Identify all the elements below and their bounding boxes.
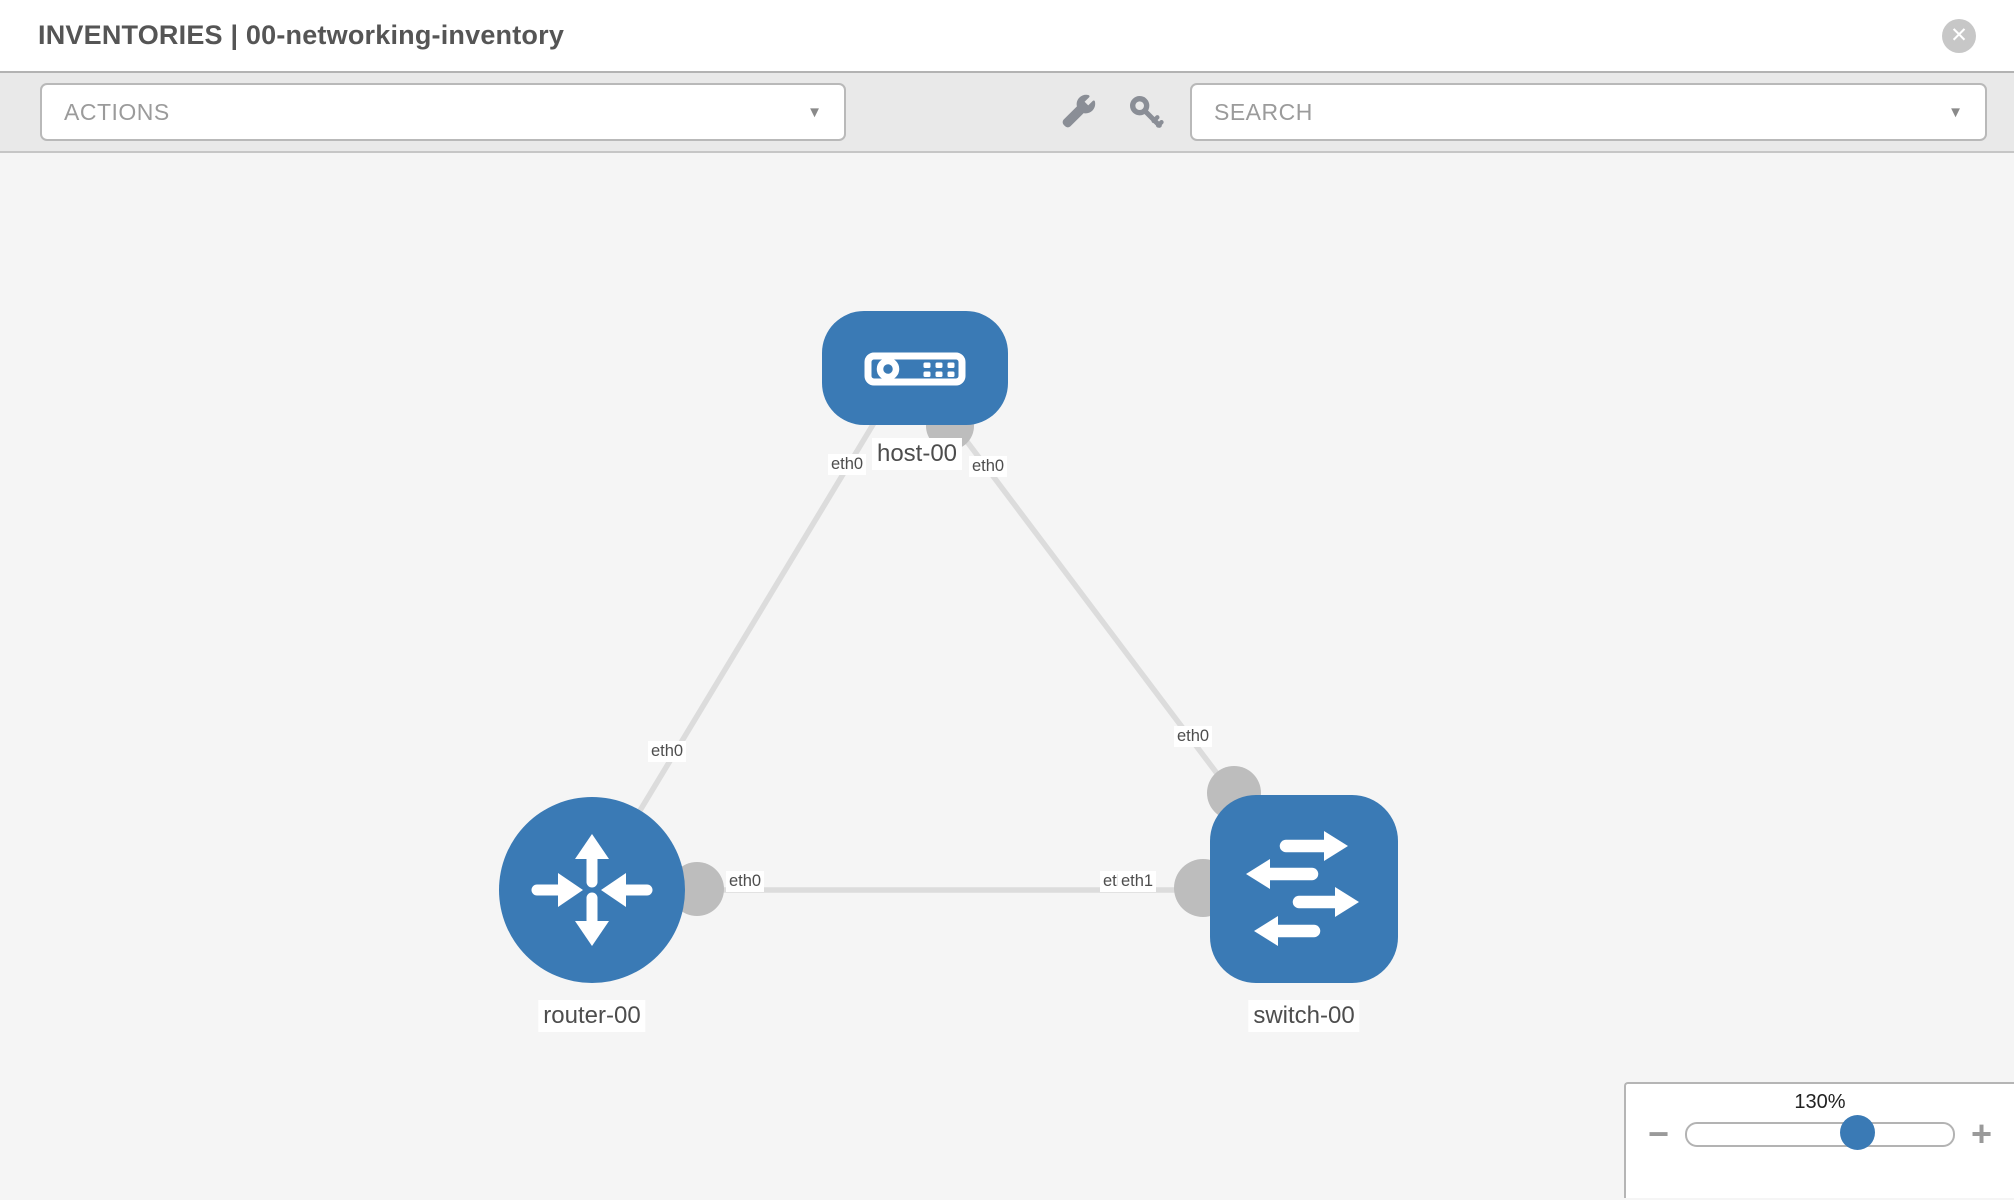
if-label-router-eth0-side: eth0 — [726, 871, 765, 892]
if-label-router-eth0-up: eth0 — [648, 741, 687, 762]
node-router-00[interactable] — [499, 797, 685, 983]
page-title: INVENTORIES | 00-networking-inventory — [38, 20, 565, 50]
zoom-slider-handle[interactable] — [1840, 1114, 1876, 1150]
switch-icon — [1246, 831, 1359, 946]
chevron-down-icon: ▼ — [807, 103, 822, 121]
panel-header: INVENTORIES | 00-networking-inventory ✕ — [0, 0, 2014, 73]
if-label-switch-eth1: eth1 — [1118, 871, 1157, 892]
key-icon[interactable] — [1126, 92, 1166, 132]
node-label-router: router-00 — [538, 1000, 646, 1032]
server-icon — [864, 352, 966, 386]
actions-dropdown-label: ACTIONS — [64, 98, 170, 125]
zoom-slider-track[interactable] — [1685, 1114, 1955, 1150]
search-dropdown[interactable]: SEARCH ▼ — [1190, 83, 1987, 141]
zoom-value: 130% — [1794, 1091, 1846, 1113]
router-icon — [531, 834, 653, 946]
node-host-00[interactable] — [822, 311, 1008, 425]
if-label-switch-eth0-top: eth0 — [1174, 726, 1213, 747]
topology-canvas[interactable]: host-00 router-00 switch-00 eth0 eth0 et… — [0, 153, 2014, 1198]
actions-dropdown[interactable]: ACTIONS ▼ — [40, 83, 846, 141]
zoom-panel: 130% − + — [1624, 1082, 2014, 1198]
toolbar: ACTIONS ▼ SEARCH ▼ — [0, 73, 2014, 153]
link-lines — [589, 411, 1307, 893]
interface-circles — [670, 402, 1261, 917]
chevron-down-icon: ▼ — [1948, 103, 1963, 121]
node-label-host: host-00 — [871, 438, 963, 470]
close-icon[interactable]: ✕ — [1942, 18, 1976, 53]
zoom-out-button[interactable]: − — [1648, 1113, 1670, 1154]
wrench-icon[interactable] — [1058, 92, 1098, 132]
node-switch-00[interactable] — [1210, 795, 1398, 983]
if-label-host-eth0-right: eth0 — [969, 456, 1008, 477]
search-dropdown-label: SEARCH — [1214, 98, 1313, 125]
zoom-in-button[interactable]: + — [1970, 1113, 1992, 1154]
node-label-switch: switch-00 — [1248, 1000, 1360, 1032]
if-label-host-eth0-left: eth0 — [828, 454, 867, 475]
